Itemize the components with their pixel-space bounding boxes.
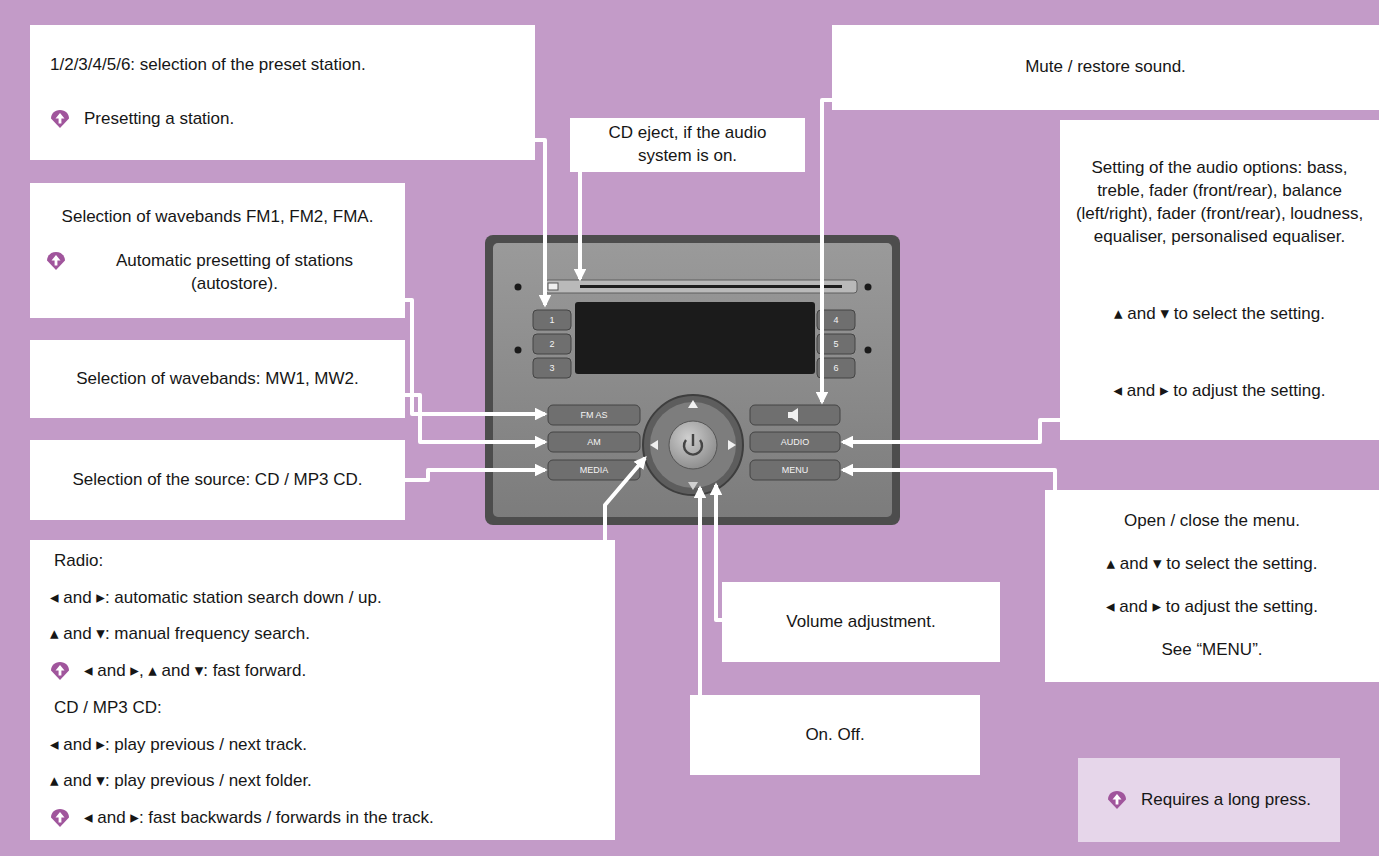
callout-text: See “MENU”. bbox=[1057, 639, 1367, 662]
button-caption: 4 bbox=[817, 310, 855, 330]
callout-text: Automatic presetting of stations (autost… bbox=[80, 250, 389, 296]
callout-text: CD eject, if the audio system is on. bbox=[580, 122, 795, 168]
callout-box: Selection of wavebands: MW1, MW2. bbox=[30, 340, 405, 418]
button-caption: AM bbox=[548, 432, 640, 452]
callout-text: Requires a long press. bbox=[1141, 789, 1311, 812]
callout-text: Setting of the audio options: bass, treb… bbox=[1070, 157, 1369, 249]
callout-box: 1/2/3/4/5/6: selection of the preset sta… bbox=[30, 25, 535, 160]
callout-text: Presetting a station. bbox=[84, 108, 234, 131]
icon-row: Requires a long press. bbox=[1092, 789, 1326, 812]
long-press-icon bbox=[46, 251, 66, 271]
callout-box: Selection of the source: CD / MP3 CD. bbox=[30, 440, 405, 520]
long-press-icon bbox=[1107, 790, 1127, 810]
long-press-icon bbox=[50, 808, 70, 828]
callout-text: ◂ and ▸: automatic station search down /… bbox=[50, 587, 595, 610]
callout-text: CD / MP3 CD: bbox=[54, 697, 595, 720]
button-caption: AUDIO bbox=[750, 432, 840, 452]
callout-text: Selection of wavebands: MW1, MW2. bbox=[46, 368, 389, 391]
icon-row: ◂ and ▸, ▴ and ▾: fast forward. bbox=[50, 660, 595, 683]
callout-box: On. Off. bbox=[690, 695, 980, 775]
button-caption: 3 bbox=[533, 358, 571, 378]
callout-text: Mute / restore sound. bbox=[952, 56, 1259, 79]
callout-text: Volume adjustment. bbox=[734, 611, 988, 634]
callout-text: ◂ and ▸: play previous / next track. bbox=[50, 734, 595, 757]
button-caption: 2 bbox=[533, 334, 571, 354]
callout-box: Selection of wavebands FM1, FM2, FMA. Aut… bbox=[30, 183, 405, 318]
icon-row: Automatic presetting of stations (autost… bbox=[46, 250, 389, 296]
callout-text: 1/2/3/4/5/6: selection of the preset sta… bbox=[50, 54, 515, 77]
callout-text: Open / close the menu. bbox=[1057, 510, 1367, 533]
callout-box: Open / close the menu. ▴ and ▾ to select … bbox=[1045, 490, 1379, 682]
callout-text: ▴ and ▾: manual frequency search. bbox=[50, 623, 595, 646]
button-caption: MENU bbox=[750, 460, 840, 480]
long-press-icon bbox=[50, 661, 70, 681]
callout-box: Volume adjustment. bbox=[722, 582, 1000, 662]
callout-text: ◂ and ▸ to adjust the setting. bbox=[1057, 596, 1367, 619]
button-caption: MEDIA bbox=[548, 460, 640, 480]
callout-text: ◂ and ▸: fast backwards / forwards in th… bbox=[84, 807, 434, 830]
button-caption: FM AS bbox=[548, 405, 640, 425]
callout-box: CD eject, if the audio system is on. bbox=[570, 118, 805, 172]
button-caption: 6 bbox=[817, 358, 855, 378]
callout-text: ▴ and ▾ to select the setting. bbox=[1070, 303, 1369, 326]
callout-text: Selection of wavebands FM1, FM2, FMA. bbox=[46, 206, 389, 229]
legend-note-box: Requires a long press. bbox=[1078, 758, 1340, 842]
callout-box: Mute / restore sound. bbox=[832, 25, 1379, 110]
callout-box: Setting of the audio options: bass, treb… bbox=[1060, 120, 1379, 440]
long-press-icon bbox=[50, 109, 70, 129]
callout-box: Radio: ◂ and ▸: automatic station search … bbox=[30, 540, 615, 840]
callout-text: ▴ and ▾ to select the setting. bbox=[1057, 553, 1367, 576]
callout-text: ▴ and ▾: play previous / next folder. bbox=[50, 770, 595, 793]
callout-text: Radio: bbox=[54, 550, 595, 573]
button-caption: 1 bbox=[533, 310, 571, 330]
callout-text: On. Off. bbox=[702, 724, 968, 747]
callout-text: ◂ and ▸, ▴ and ▾: fast forward. bbox=[84, 660, 306, 683]
callout-text: ◂ and ▸ to adjust the setting. bbox=[1070, 380, 1369, 403]
button-caption: 5 bbox=[817, 334, 855, 354]
callout-text: Selection of the source: CD / MP3 CD. bbox=[46, 469, 389, 492]
icon-row: Presetting a station. bbox=[50, 108, 515, 131]
icon-row: ◂ and ▸: fast backwards / forwards in th… bbox=[50, 807, 595, 830]
